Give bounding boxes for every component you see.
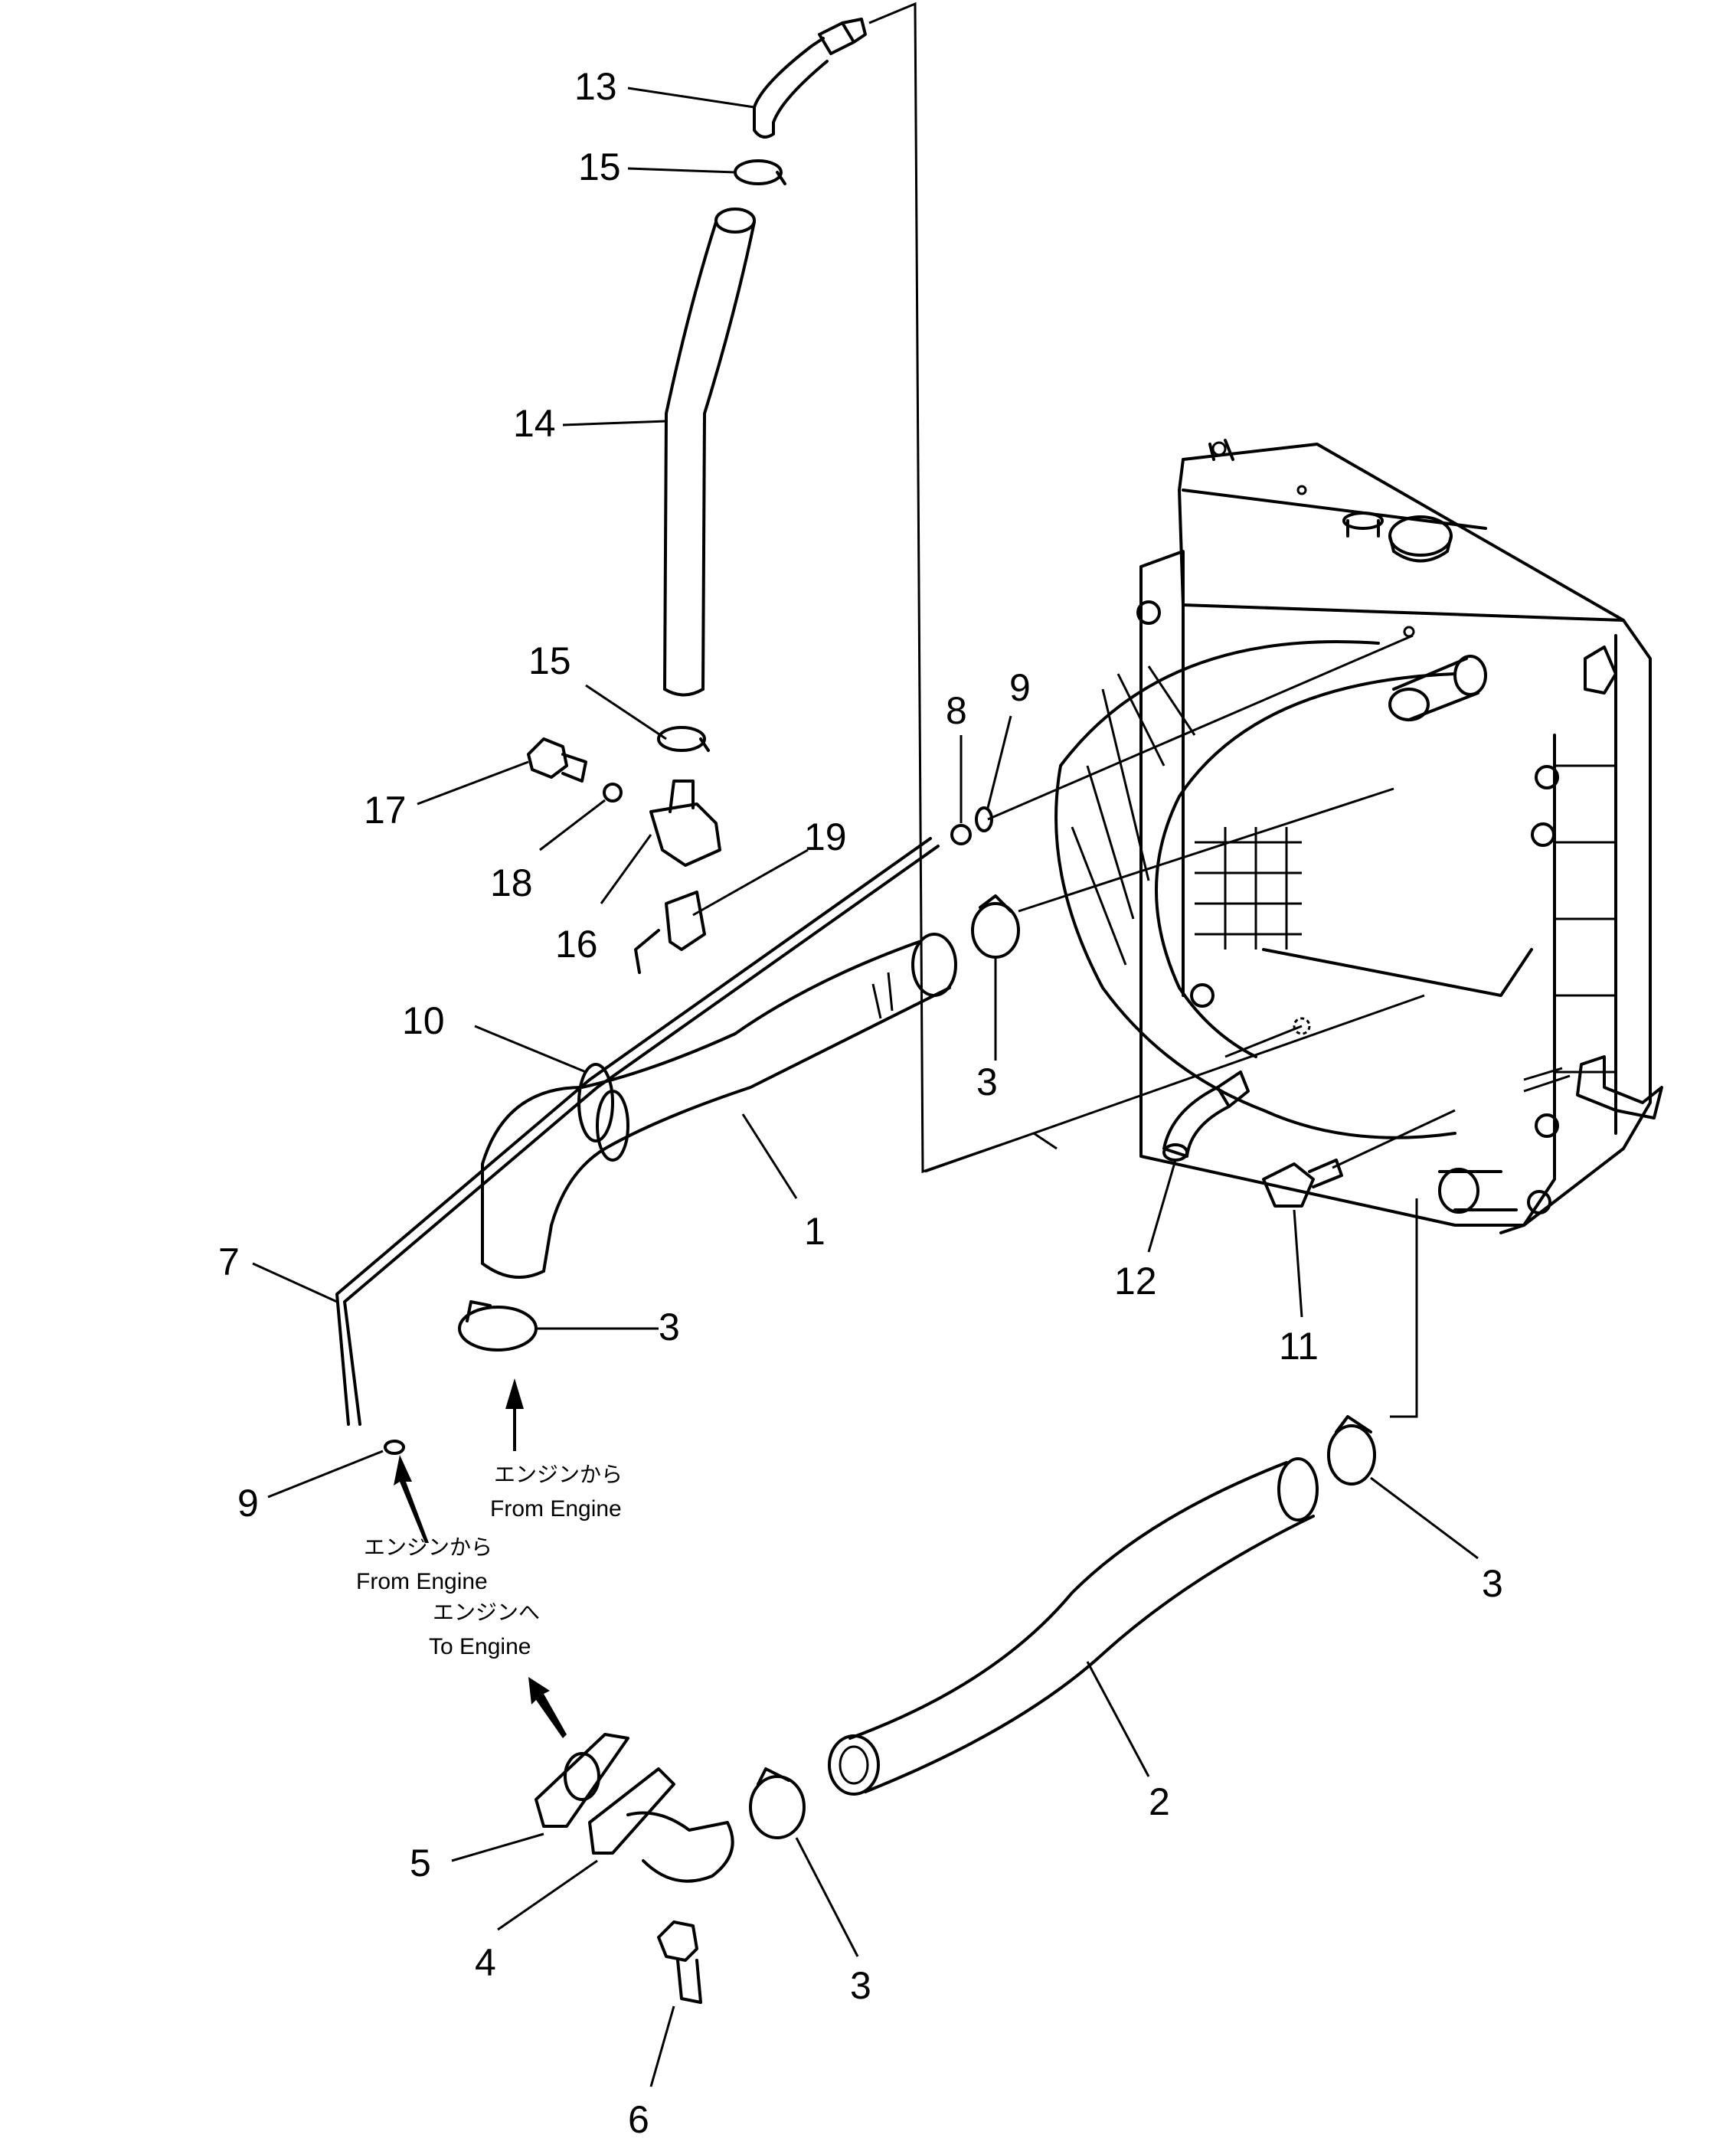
arrow-to-engine [528,1677,567,1738]
callout-9-bottom: 9 [237,1482,259,1525]
callout-5: 5 [410,1842,431,1884]
callout-19: 19 [804,816,847,858]
callout-15-top: 15 [578,145,621,188]
arrow-from-engine-2 [394,1455,429,1543]
leader-6 [649,2005,675,2087]
leader-2 [1086,1661,1150,1777]
part-7-tube [335,837,940,1426]
part-18-washer [603,783,623,802]
leader-16 [600,834,652,904]
leader-7 [252,1262,338,1303]
leader-9b [267,1450,384,1499]
part-15-clamp-top [734,159,786,185]
part-13-hose-fitting [753,18,867,139]
arrow-from-engine-1 [505,1378,524,1451]
leader-17 [417,760,529,806]
callout-7: 7 [218,1240,240,1283]
note-from-engine-2-en: From Engine [356,1569,488,1594]
callout-1: 1 [804,1210,825,1253]
leader-15a [627,167,736,174]
leader-12 [1147,1159,1177,1253]
leader-15b [585,684,667,740]
callout-3-right: 3 [1482,1562,1503,1605]
connection-line-11 [1332,1109,1456,1169]
leader-13 [627,87,755,109]
callout-16: 16 [555,923,598,966]
leader-9a [986,715,1012,809]
callout-14: 14 [513,402,556,445]
callout-3-upper: 3 [976,1061,998,1103]
callout-9-top: 9 [1009,666,1031,709]
callout-11: 11 [1279,1325,1319,1368]
part-17-bolt [527,737,587,783]
callout-18: 18 [490,861,533,904]
callout-3-lower: 3 [659,1306,680,1348]
phantom-connection-line [868,2,1425,1174]
part-8-plug [950,824,972,845]
part-3-clamp-upper [971,894,1020,959]
callout-2: 2 [1149,1780,1170,1823]
leader-3c [1370,1476,1479,1560]
part-16-block [649,780,721,867]
part-12-elbow [1162,1070,1250,1162]
callout-15-bottom: 15 [528,639,571,682]
part-2-hose [828,1457,1319,1796]
leader-11 [1293,1209,1303,1318]
part-3-clamp-right [1327,1415,1376,1486]
leader-3d [795,1837,859,1957]
callout-13: 13 [574,65,617,108]
part-9-ring-bottom [384,1440,405,1455]
callout-17: 17 [364,789,407,832]
part-9-ring-top [975,806,993,832]
callout-8: 8 [946,689,967,732]
note-to-engine-en: To Engine [429,1634,531,1659]
note-from-engine-1-jp: エンジンから [494,1462,623,1487]
leader-10 [474,1025,587,1074]
part-5-gasket [535,1733,629,1828]
part-1-hose [481,933,957,1279]
part-14-hose [663,208,756,697]
leader-19 [692,848,809,917]
note-from-engine-2-jp: エンジンから [364,1535,492,1560]
note-from-engine-1-en: From Engine [490,1496,622,1522]
connection-line-3 [987,634,1414,913]
leader-4 [497,1859,598,1931]
part-4-flange-elbow [588,1767,734,1883]
leader-14 [562,420,667,427]
note-to-engine-jp: エンジンへ [433,1600,540,1625]
callout-10: 10 [402,999,445,1042]
part-15-clamp-bottom [657,726,710,752]
callout-12: 12 [1114,1260,1157,1303]
leader-1 [741,1113,798,1199]
part-19-fitting [634,891,706,974]
leader-18 [539,799,606,851]
radiator-assembly [1054,439,1663,1234]
part-3-clamp-bottom [749,1767,806,1839]
part-3-clamp-lower [458,1300,538,1352]
part-11-fitting [1262,1159,1343,1208]
callout-4: 4 [475,1941,496,1984]
leader-5 [451,1832,544,1862]
connection-line-right [1390,1198,1418,1418]
part-6-bolt [657,1920,702,2004]
callout-3-bottom: 3 [850,1964,871,2007]
callout-6: 6 [628,2098,649,2141]
